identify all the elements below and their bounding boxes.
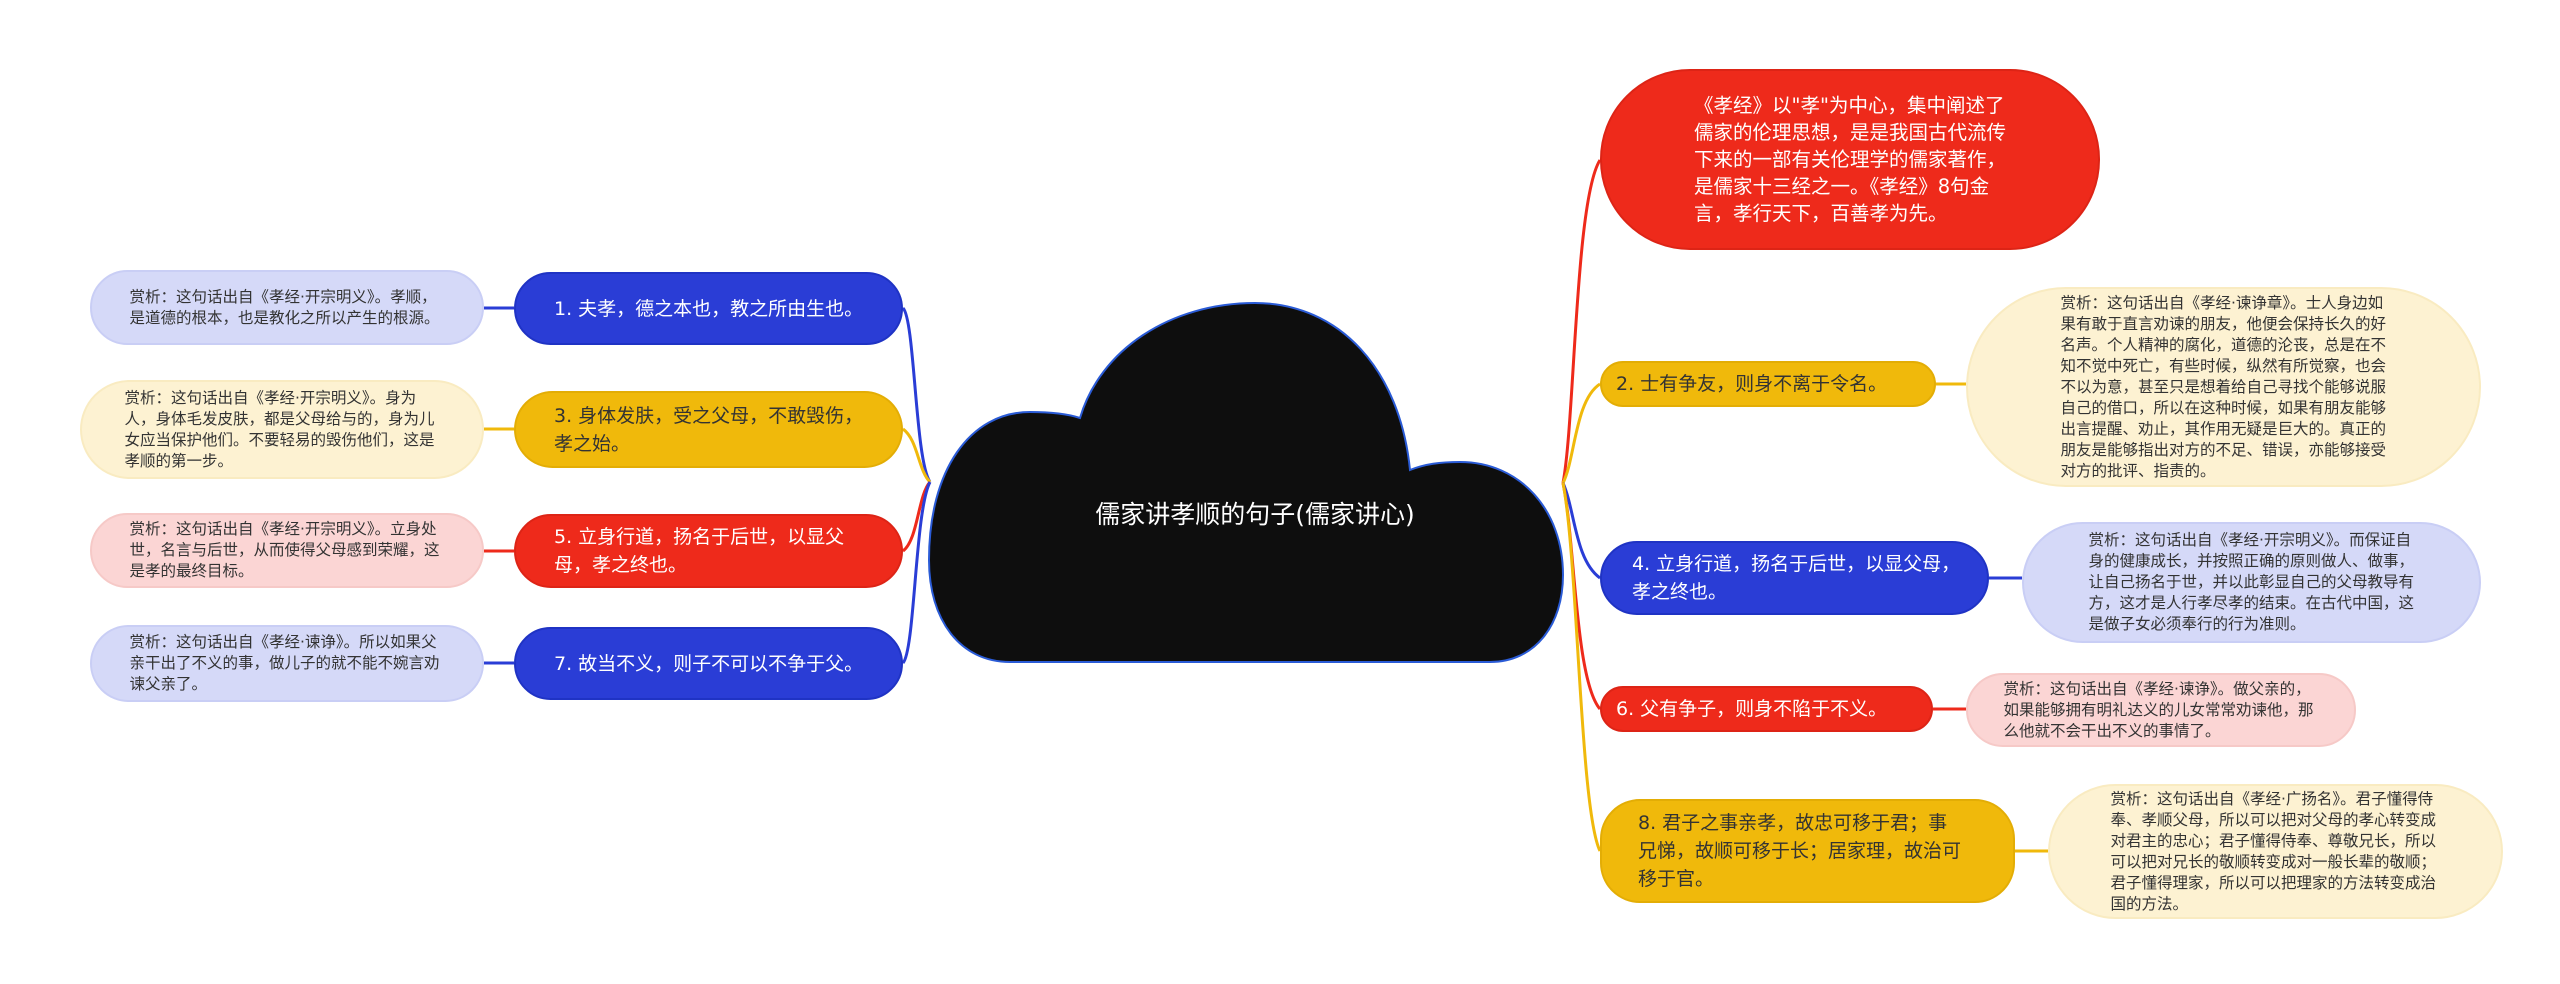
link-intro: [1561, 159, 1602, 484]
note-2[interactable]: 赏析：这句话出自《孝经·谏诤章》。士人身边如果有敢于直言劝谏的朋友，他便会保持长…: [1966, 287, 2481, 487]
branch-3-label: 3. 身体发肤，受之父母，不敢毁伤，孝之始。: [554, 404, 864, 455]
branch-6[interactable]: 6. 父有争子，则身不陷于不义。: [1600, 686, 1933, 732]
note-1-text: 赏析：这句话出自《孝经·开宗明义》。孝顺，是道德的根本，也是教化之所以产生的根源…: [129, 287, 440, 327]
branch-5[interactable]: 5. 立身行道，扬名于后世，以显父母，孝之终也。: [514, 514, 903, 588]
link-branch-8: [1561, 482, 1602, 852]
note-4-text: 赏析：这句话出自《孝经·开宗明义》。而保证自身的健康成长，并按照正确的原则做人、…: [2088, 531, 2415, 633]
note-7-text: 赏析：这句话出自《孝经·谏诤》。所以如果父亲干出了不义的事，做儿子的就不能不婉言…: [129, 633, 440, 693]
root-topic[interactable]: 儒家讲孝顺的句子(儒家讲心): [1095, 500, 1415, 529]
branch-4[interactable]: 4. 立身行道，扬名于后世，以显父母，孝之终也。: [1600, 541, 1989, 615]
intro-node[interactable]: 《孝经》以"孝"为中心，集中阐述了儒家的伦理思想，是是我国古代流传下来的一部有关…: [1600, 69, 2100, 250]
branch-8[interactable]: 8. 君子之事亲孝，故忠可移于君；事兄悌，故顺可移于长；居家理，故治可移于官。: [1600, 799, 2015, 903]
link-branch-1: [901, 306, 932, 483]
note-5[interactable]: 赏析：这句话出自《孝经·开宗明义》。立身处世，名言与后世，从而使得父母感到荣耀，…: [90, 513, 484, 588]
branch-5-label: 5. 立身行道，扬名于后世，以显父母，孝之终也。: [554, 526, 845, 576]
note-6[interactable]: 赏析：这句话出自《孝经·谏诤》。做父亲的，如果能够拥有明礼达义的儿女常常劝谏他，…: [1966, 673, 2356, 747]
link-branch-2: [1561, 382, 1601, 484]
note-8-text: 赏析：这句话出自《孝经·广扬名》。君子懂得侍奉、孝顺父母，所以可以把对父母的孝心…: [2110, 789, 2437, 913]
root-cloud-shape: [927, 301, 1565, 663]
branch-2[interactable]: 2. 士有争友，则身不离于令名。: [1600, 361, 1936, 407]
branch-7-label: 7. 故当不义，则子不可以不争于父。: [554, 652, 864, 675]
note-3[interactable]: 赏析：这句话出自《孝经·开宗明义》。身为人，身体毛发皮肤，都是父母给与的，身为儿…: [80, 380, 484, 479]
branch-1[interactable]: 1. 夫孝，德之本也，教之所由生也。: [514, 272, 903, 345]
note-1[interactable]: 赏析：这句话出自《孝经·开宗明义》。孝顺，是道德的根本，也是教化之所以产生的根源…: [90, 270, 484, 345]
intro-text: 《孝经》以"孝"为中心，集中阐述了儒家的伦理思想，是是我国古代流传下来的一部有关…: [1694, 94, 2007, 225]
link-branch-7: [901, 481, 932, 665]
note-3-text: 赏析：这句话出自《孝经·开宗明义》。身为人，身体毛发皮肤，都是父母给与的，身为儿…: [124, 388, 435, 470]
branch-6-label: 6. 父有争子，则身不陷于不义。: [1616, 698, 1888, 720]
branch-7[interactable]: 7. 故当不义，则子不可以不争于父。: [514, 627, 903, 700]
note-4[interactable]: 赏析：这句话出自《孝经·开宗明义》。而保证自身的健康成长，并按照正确的原则做人、…: [2022, 522, 2481, 643]
link-branch-3: [902, 427, 932, 484]
note-7[interactable]: 赏析：这句话出自《孝经·谏诤》。所以如果父亲干出了不义的事，做儿子的就不能不婉言…: [90, 625, 484, 702]
branch-8-label: 8. 君子之事亲孝，故忠可移于君；事兄悌，故顺可移于长；居家理，故治可移于官。: [1638, 812, 1962, 890]
branch-4-label: 4. 立身行道，扬名于后世，以显父母，孝之终也。: [1632, 553, 1961, 603]
note-5-text: 赏析：这句话出自《孝经·开宗明义》。立身处世，名言与后世，从而使得父母感到荣耀，…: [129, 520, 440, 580]
branch-2-label: 2. 士有争友，则身不离于令名。: [1616, 373, 1888, 395]
note-2-text: 赏析：这句话出自《孝经·谏诤章》。士人身边如果有敢于直言劝谏的朋友，他便会保持长…: [2060, 293, 2387, 480]
note-8[interactable]: 赏析：这句话出自《孝经·广扬名》。君子懂得侍奉、孝顺父母，所以可以把对父母的孝心…: [2048, 784, 2503, 919]
note-6-text: 赏析：这句话出自《孝经·谏诤》。做父亲的，如果能够拥有明礼达义的儿女常常劝谏他，…: [2003, 679, 2314, 740]
branch-1-label: 1. 夫孝，德之本也，教之所由生也。: [554, 297, 864, 320]
link-branch-4: [1561, 482, 1601, 580]
branch-3[interactable]: 3. 身体发肤，受之父母，不敢毁伤，孝之始。: [514, 391, 903, 468]
